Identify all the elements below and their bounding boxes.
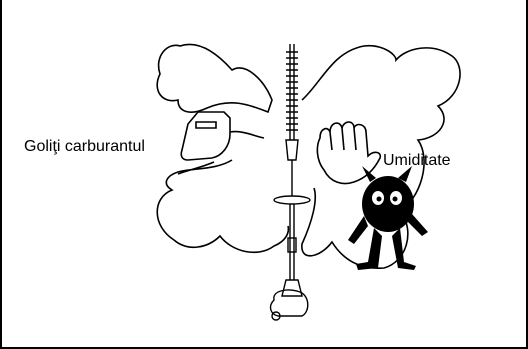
fuel-can-icon <box>177 111 265 175</box>
hedge-trimmer-icon <box>269 44 311 321</box>
stop-hand-icon <box>316 121 382 185</box>
humidity-label: Umiditate <box>383 152 451 169</box>
cloud-outline <box>156 43 461 269</box>
empty-fuel-label: Goliţi carburantul <box>24 138 145 155</box>
moisture-creature-icon <box>348 166 428 270</box>
cloud-outline-left <box>156 159 290 254</box>
